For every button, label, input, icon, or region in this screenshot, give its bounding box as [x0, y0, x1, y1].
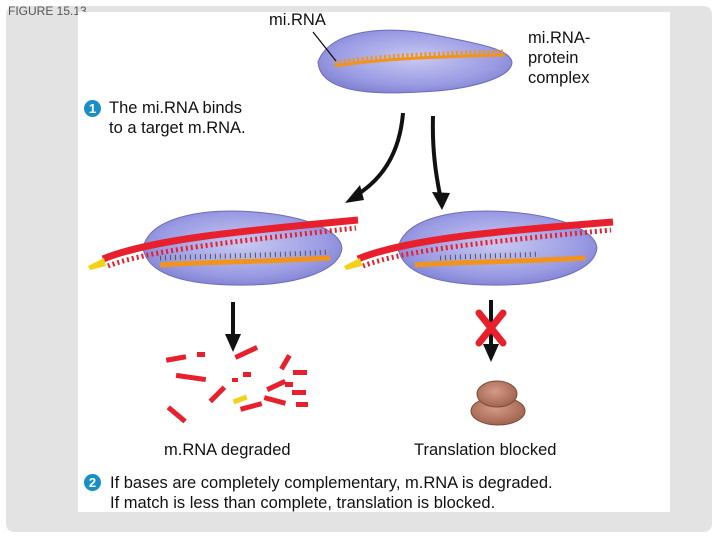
mirna-pointer-line — [312, 31, 337, 62]
right-bound-complex — [344, 210, 614, 286]
blocked-label: Translation blocked — [414, 441, 557, 459]
arrow-to-degraded-path — [353, 112, 405, 198]
cap-fragment — [232, 394, 248, 405]
ribosome-icon — [470, 380, 526, 426]
arrow-head-down-left — [225, 334, 241, 352]
figure-label: FIGURE 15.13 — [8, 4, 87, 18]
step-1-text: The mi.RNA binds to a target m.RNA. — [109, 99, 246, 137]
arrow-head-right — [432, 192, 450, 210]
mrna-fragments — [165, 345, 308, 424]
step-2-badge: 2 — [84, 474, 101, 491]
degraded-label: m.RNA degraded — [164, 441, 291, 459]
arrow-head-down-right — [483, 344, 499, 362]
mirna-protein-complex — [317, 29, 513, 94]
blocked-x-icon — [475, 309, 507, 347]
mirna-label: mi.RNA — [269, 11, 326, 29]
left-bound-complex — [88, 210, 359, 286]
step-2-text: If bases are completely complementary, m… — [110, 474, 553, 512]
arrow-to-blocked-path — [430, 115, 442, 196]
complex-label: mi.RNA- protein complex — [528, 29, 591, 87]
step-1-badge: 1 — [84, 100, 101, 117]
arrow-head-left — [345, 185, 364, 203]
